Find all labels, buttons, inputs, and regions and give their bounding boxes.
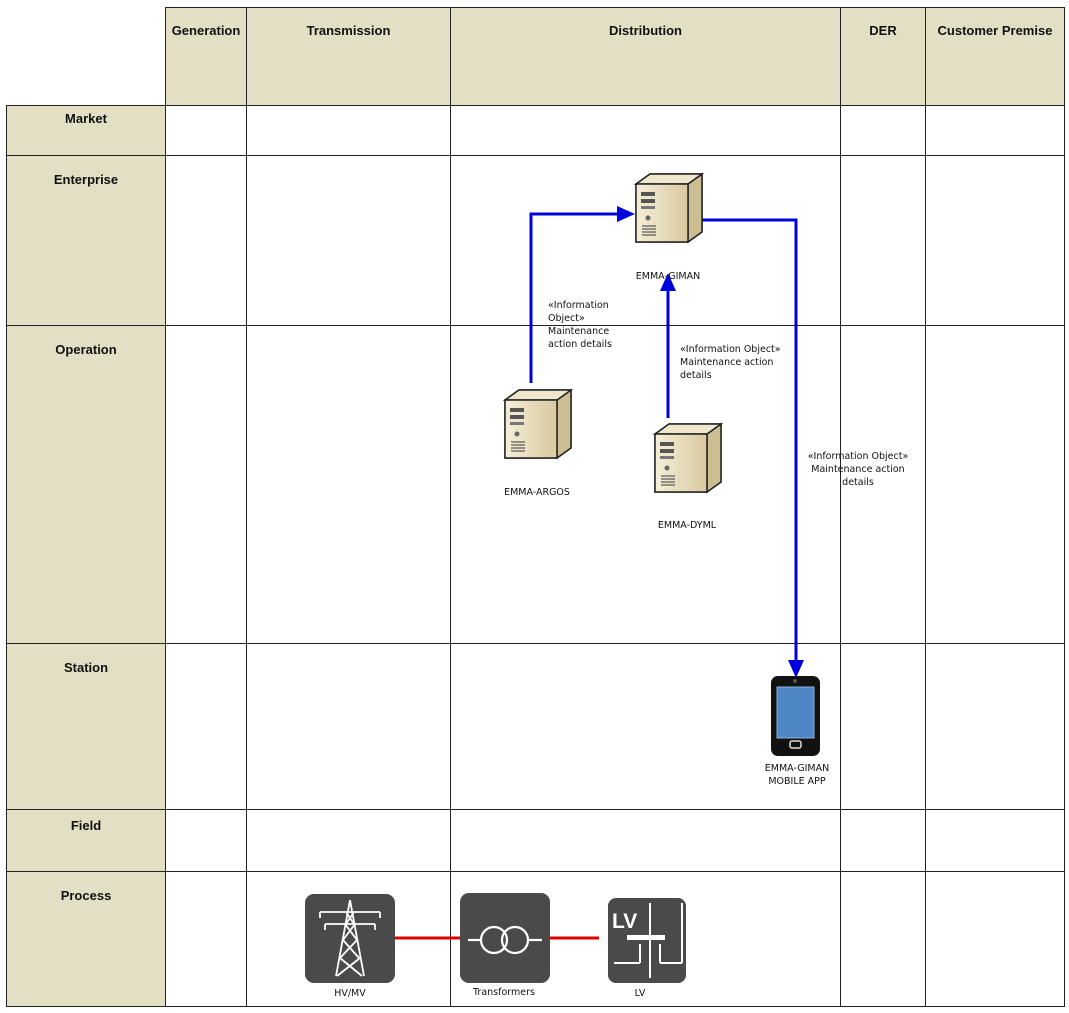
- grid-cell: [165, 155, 247, 326]
- node-label-lv: LV: [634, 988, 646, 999]
- arrowhead-mobile: [788, 660, 804, 678]
- grid-cell: [925, 643, 1065, 810]
- row-header-process: Process: [6, 871, 166, 1007]
- grid-cell: [246, 155, 451, 326]
- lv-icon-text: LV: [612, 910, 637, 933]
- grid-cell: [925, 105, 1065, 156]
- flow-label-line: Object»: [548, 313, 585, 324]
- node-label-dyml: EMMA-DYML: [657, 520, 717, 531]
- row-header-enterprise: Enterprise: [6, 155, 166, 326]
- flow-label-line: details: [842, 477, 874, 488]
- flow-label-line: «Information: [548, 300, 609, 311]
- transmission-tower-icon[interactable]: [305, 894, 395, 983]
- grid-cell: [450, 105, 841, 156]
- arrowhead-giman-bottom: [660, 273, 676, 291]
- grid-cell: [925, 155, 1065, 326]
- flow-giman-to-mobile: [702, 218, 798, 662]
- lv-busbar-icon[interactable]: LV: [608, 898, 686, 983]
- flow-label-line: «Information Object»: [807, 451, 909, 462]
- column-header-transmission: Transmission: [246, 7, 451, 106]
- flow-label-giman-to-mobile: «Information Object» Maintenance action …: [806, 450, 910, 489]
- grid-cell: [246, 643, 451, 810]
- grid-cell: [925, 809, 1065, 872]
- grid-cell: [450, 325, 841, 644]
- flow-label-line: Maintenance: [548, 326, 610, 337]
- grid-cell: [925, 325, 1065, 644]
- node-label-hvmv: HV/MV: [334, 988, 366, 999]
- server-icon-argos[interactable]: [504, 389, 572, 459]
- flow-label-line: action details: [548, 339, 612, 350]
- node-label-mobile-line1: EMMA-GIMAN: [764, 763, 830, 774]
- grid-cell: [840, 105, 926, 156]
- mobile-phone-icon[interactable]: [771, 676, 820, 756]
- grid-cell: [246, 105, 451, 156]
- row-header-market: Market: [6, 105, 166, 156]
- server-icon-giman[interactable]: [635, 173, 703, 243]
- flow-label-line: «Information Object»: [680, 344, 781, 355]
- flow-argos-to-giman: [529, 212, 620, 383]
- flow-label-argos-to-giman: «Information Object» Maintenance action …: [548, 299, 612, 351]
- grid-cell: [840, 325, 926, 644]
- flow-label-line: Maintenance action: [811, 464, 905, 475]
- flow-label-dyml-to-giman: «Information Object» Maintenance action …: [680, 343, 781, 382]
- grid-cell: [165, 325, 247, 644]
- column-header-customer-premise: Customer Premise: [925, 7, 1065, 106]
- server-icon-dyml[interactable]: [654, 423, 722, 493]
- node-label-giman: EMMA-GIMAN: [635, 271, 701, 282]
- column-header-generation: Generation: [165, 7, 247, 106]
- transformer-icon[interactable]: [460, 893, 550, 983]
- row-header-operation: Operation: [6, 325, 166, 644]
- column-header-distribution: Distribution: [450, 7, 841, 106]
- row-header-station: Station: [6, 643, 166, 810]
- arrowhead-giman-left: [617, 206, 635, 222]
- node-label-mobile-line2: MOBILE APP: [768, 776, 826, 787]
- flow-label-line: Maintenance action: [680, 357, 774, 368]
- grid-cell: [246, 325, 451, 644]
- row-header-field: Field: [6, 809, 166, 872]
- node-label-transformers: Transformers: [473, 987, 535, 998]
- grid-cell: [925, 871, 1065, 1007]
- grid-cell: [165, 105, 247, 156]
- flow-label-line: details: [680, 370, 712, 381]
- node-label-argos: EMMA-ARGOS: [504, 487, 570, 498]
